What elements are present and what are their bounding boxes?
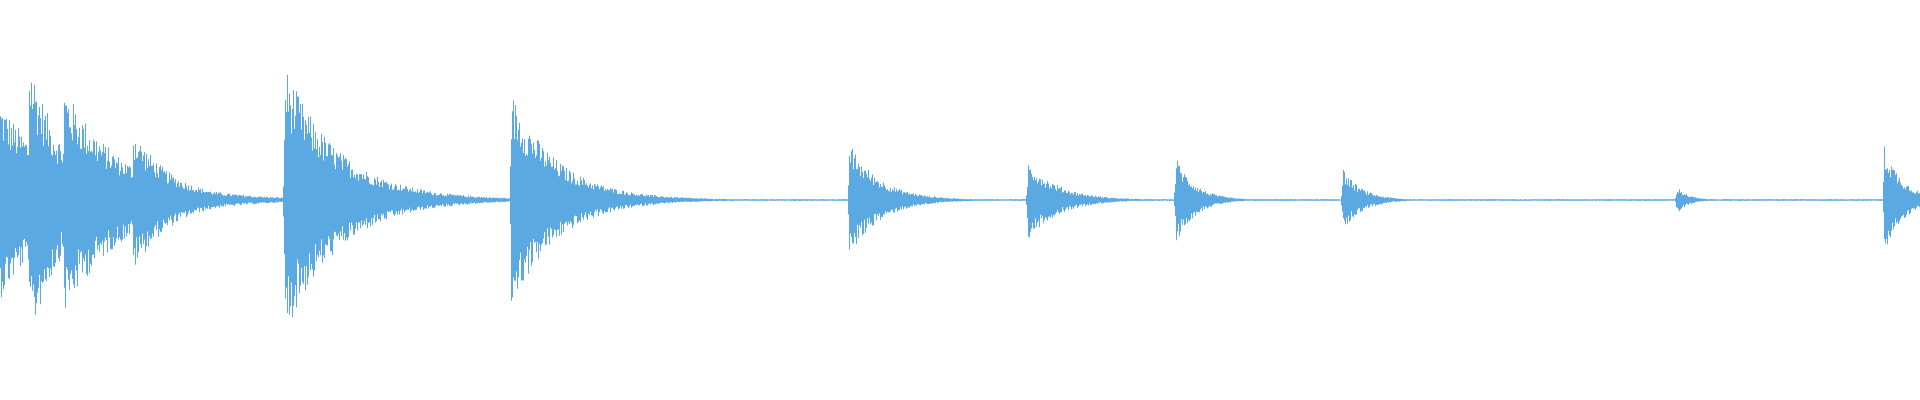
waveform-path — [0, 74, 1920, 317]
waveform-bars — [0, 74, 1920, 317]
